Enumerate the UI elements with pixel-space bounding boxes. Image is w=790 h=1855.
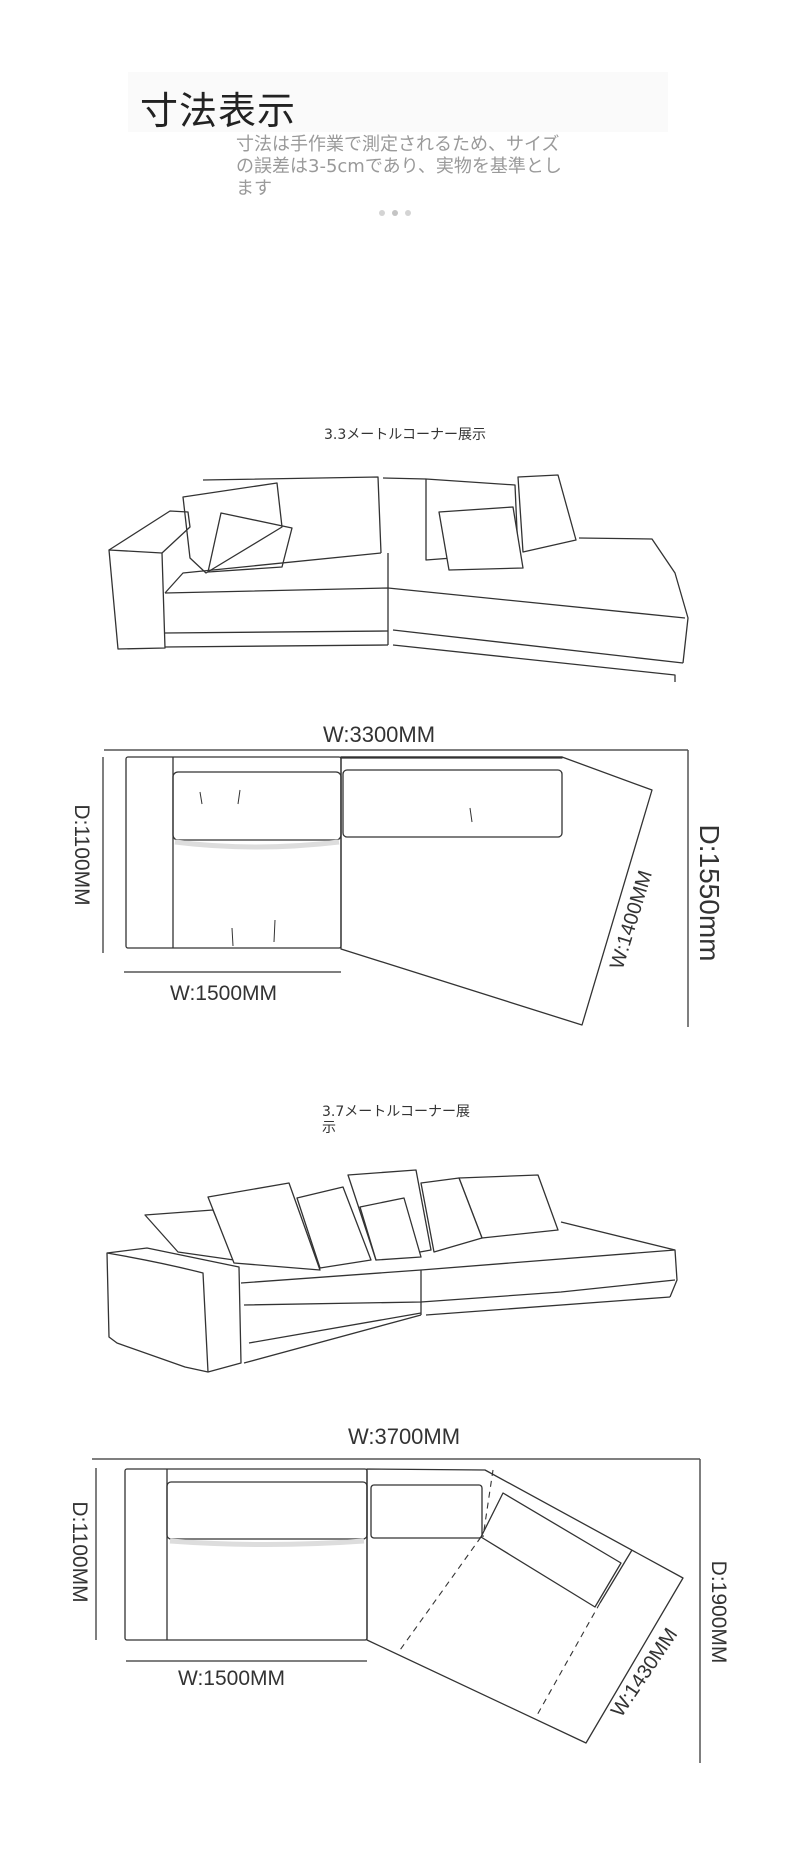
dimension-total-depth: D:1900MM xyxy=(707,1560,730,1664)
section-label-3-3m: 3.3メートルコーナー展示 xyxy=(324,427,486,443)
section-label-3-7m: 3.7メートルコーナー展示 xyxy=(322,1104,470,1136)
sofa-3-3m-plan-drawing xyxy=(102,749,689,1027)
page-title: 寸法表示 xyxy=(140,89,297,133)
pagination-dot[interactable] xyxy=(379,210,385,216)
dimension-total-width: W:3700MM xyxy=(348,1424,461,1449)
dimension-left-depth: D:1100MM xyxy=(68,1501,91,1603)
dimension-total-depth: D:1550mm xyxy=(694,824,725,962)
sofa-3-3m-perspective-drawing xyxy=(108,474,689,682)
pagination-dot-active[interactable] xyxy=(392,210,398,216)
dimension-left-width: W:1500MM xyxy=(170,982,277,1005)
pagination-dot[interactable] xyxy=(405,210,411,216)
title-background xyxy=(128,72,668,132)
sofa-3-7m-plan-drawing xyxy=(92,1458,701,1763)
page-subtitle: 寸法は手作業で測定されるため、サイズの誤差は3-5cmであり、実物を基準とします xyxy=(236,134,562,199)
dimension-left-depth: D:1100MM xyxy=(70,804,93,906)
dimension-total-width: W:3300MM xyxy=(323,722,436,747)
sofa-3-7m-perspective-drawing xyxy=(106,1169,678,1373)
dimension-left-width: W:1500MM xyxy=(178,1667,285,1690)
